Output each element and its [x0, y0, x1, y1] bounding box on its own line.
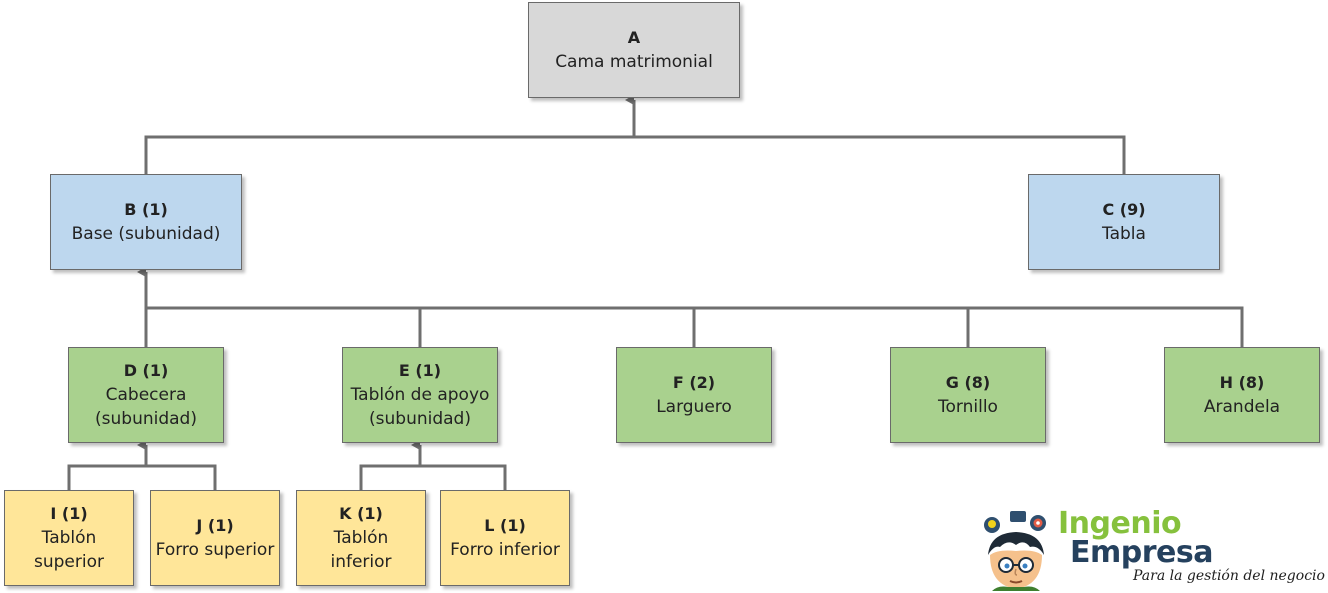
- connector-d-i-j: [67, 464, 217, 490]
- node-code: H (8): [1219, 373, 1265, 392]
- node-code: E (1): [398, 361, 442, 380]
- node-label: Tornillo: [938, 397, 998, 417]
- node-label: Forro superior: [155, 540, 275, 560]
- ingenio-empresa-logo: Ingenio Empresa Para la gestión del nego…: [978, 505, 1325, 591]
- node-h-arandela: H (8) Arandela: [1164, 347, 1320, 443]
- node-b-base: B (1) Base (subunidad): [50, 174, 242, 270]
- node-j-forro-superior: J (1) Forro superior: [150, 490, 280, 586]
- node-c-tabla: C (9) Tabla: [1028, 174, 1220, 270]
- node-code: F (2): [672, 373, 716, 392]
- node-code: I (1): [50, 504, 88, 523]
- node-label: Larguero: [656, 397, 732, 417]
- node-label: Base (subunidad): [71, 224, 221, 244]
- node-code: A: [627, 28, 641, 47]
- node-label: Arandela: [1203, 397, 1281, 417]
- node-label: Cama matrimonial: [555, 52, 713, 72]
- node-label: Tabla: [1102, 224, 1146, 244]
- node-k-tablon-inferior: K (1) Tablón inferior: [296, 490, 426, 586]
- node-code: B (1): [124, 200, 168, 219]
- node-label: Tablón inferior: [330, 528, 392, 572]
- connector-e-k-l: [359, 464, 507, 490]
- node-f-larguero: F (2) Larguero: [616, 347, 772, 443]
- node-label: Tablón superior: [34, 528, 104, 572]
- logo-word-ingenio: Ingenio: [1058, 506, 1182, 541]
- node-l-forro-inferior: L (1) Forro inferior: [440, 490, 570, 586]
- cartoon-face-icon: [984, 511, 1046, 591]
- node-code: J (1): [196, 516, 234, 535]
- node-i-tablon-superior: I (1) Tablón superior: [4, 490, 134, 586]
- node-d-cabecera: D (1) Cabecera (subunidad): [68, 347, 224, 443]
- logo-tagline: Para la gestión del negocio: [1133, 568, 1325, 584]
- node-label: Tablón de apoyo (subunidad): [350, 385, 490, 429]
- node-code: G (8): [945, 373, 991, 392]
- node-label: Cabecera (subunidad): [95, 385, 197, 429]
- node-code: C (9): [1102, 200, 1146, 219]
- node-a-cama-matrimonial: A Cama matrimonial: [528, 2, 740, 98]
- node-code: K (1): [339, 504, 383, 523]
- node-e-tablon-de-apoyo: E (1) Tablón de apoyo (subunidad): [342, 347, 498, 443]
- logo-word-empresa: Empresa: [1070, 535, 1213, 570]
- node-label: Forro inferior: [450, 540, 560, 560]
- node-code: D (1): [123, 361, 169, 380]
- connector-a-b-c: [144, 135, 1126, 174]
- node-g-tornillo: G (8) Tornillo: [890, 347, 1046, 443]
- node-code: L (1): [484, 516, 526, 535]
